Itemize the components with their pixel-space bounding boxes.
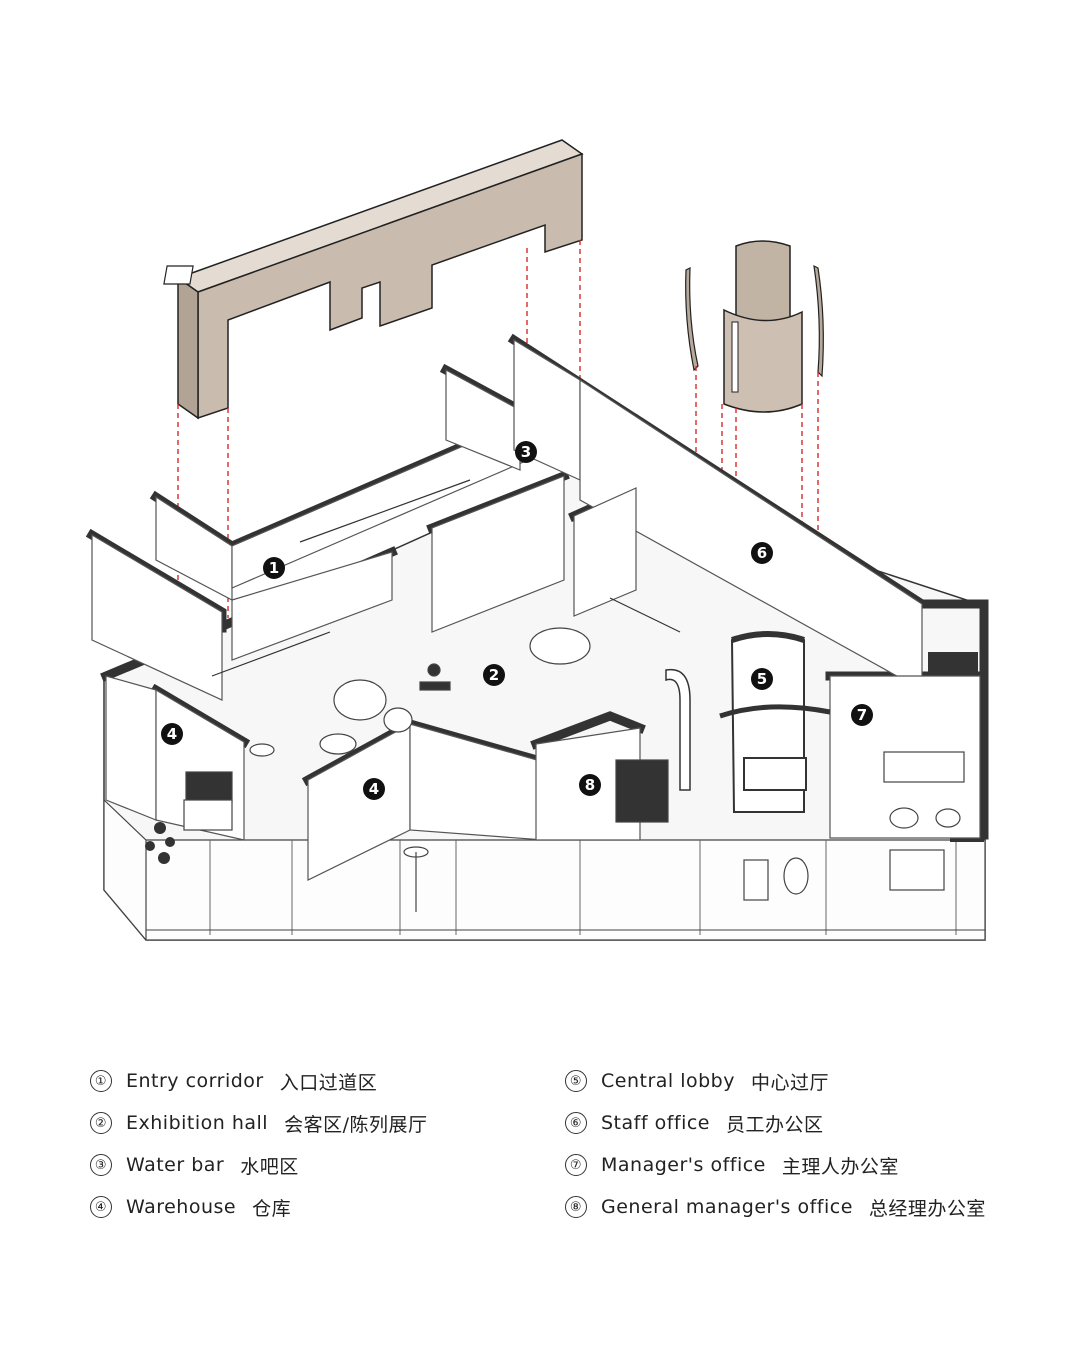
legend-label-zh: 总经理办公室 <box>868 1197 986 1220</box>
svg-text:3: 3 <box>521 443 531 461</box>
zone-marker-3: 3 <box>515 441 537 463</box>
legend-item-water-bar: ③ Water bar 水吧区 <box>90 1150 299 1180</box>
legend-label-en: Manager's office <box>601 1154 766 1176</box>
legend-number: ② <box>90 1112 112 1134</box>
legend-number: ③ <box>90 1154 112 1176</box>
zone-marker-4b: 4 <box>363 778 385 800</box>
svg-text:8: 8 <box>585 776 595 794</box>
legend-item-central-lobby: ⑤ Central lobby 中心过厅 <box>565 1066 829 1096</box>
legend-label-zh: 水吧区 <box>240 1155 299 1178</box>
legend-label-en: Water bar <box>126 1154 225 1176</box>
legend-label-en: General manager's office <box>601 1196 853 1218</box>
legend-item-entry-corridor: ① Entry corridor 入口过道区 <box>90 1066 377 1096</box>
legend-item-exhibition-hall: ② Exhibition hall 会客区/陈列展厅 <box>90 1108 428 1138</box>
zone-marker-5: 5 <box>751 668 773 690</box>
zone-marker-8: 8 <box>579 774 601 796</box>
zone-marker-7: 7 <box>851 704 873 726</box>
legend-item-staff-office: ⑥ Staff office 员工办公区 <box>565 1108 824 1138</box>
legend-label-en: Warehouse <box>126 1196 237 1218</box>
legend-label-en: Exhibition hall <box>126 1112 269 1134</box>
legend-number: ⑧ <box>565 1196 587 1218</box>
wood-cladding-block <box>163 139 584 420</box>
legend-label-zh: 入口过道区 <box>279 1071 378 1094</box>
legend-number: ⑤ <box>565 1070 587 1092</box>
svg-text:5: 5 <box>757 670 767 688</box>
zone-markers: 1 2 3 4 4 5 6 7 <box>161 441 873 800</box>
floor-plan <box>85 333 989 941</box>
legend-label-zh: 会客区/陈列展厅 <box>284 1113 428 1136</box>
legend-label-zh: 主理人办公室 <box>781 1155 899 1178</box>
legend-number: ⑦ <box>565 1154 587 1176</box>
zone-marker-4a: 4 <box>161 723 183 745</box>
legend-number: ⑥ <box>565 1112 587 1134</box>
zone-marker-1: 1 <box>263 557 285 579</box>
legend-item-managers-office: ⑦ Manager's office 主理人办公室 <box>565 1150 899 1180</box>
svg-text:4: 4 <box>167 725 177 743</box>
legend-item-warehouse: ④ Warehouse 仓库 <box>90 1192 291 1222</box>
legend-label-en: Central lobby <box>601 1070 735 1092</box>
legend-item-general-managers-office: ⑧ General manager's office 总经理办公室 <box>565 1192 986 1222</box>
curved-panels <box>685 240 824 413</box>
zone-marker-2: 2 <box>483 664 505 686</box>
svg-text:2: 2 <box>489 666 499 684</box>
legend-label-zh: 中心过厅 <box>751 1071 830 1094</box>
svg-text:7: 7 <box>857 706 867 724</box>
legend: ① Entry corridor 入口过道区 ② Exhibition hall… <box>0 1060 1080 1240</box>
axonometric-floor-plan: 1 2 3 4 4 5 6 7 <box>85 139 989 941</box>
legend-label-zh: 仓库 <box>252 1197 292 1220</box>
legend-number: ④ <box>90 1196 112 1218</box>
svg-text:1: 1 <box>269 559 279 577</box>
legend-number: ① <box>90 1070 112 1092</box>
zone-marker-6: 6 <box>751 542 773 564</box>
svg-text:6: 6 <box>757 544 767 562</box>
legend-label-en: Staff office <box>601 1112 710 1134</box>
legend-label-zh: 员工办公区 <box>726 1113 824 1136</box>
svg-text:4: 4 <box>369 780 379 798</box>
legend-label-en: Entry corridor <box>126 1070 264 1092</box>
